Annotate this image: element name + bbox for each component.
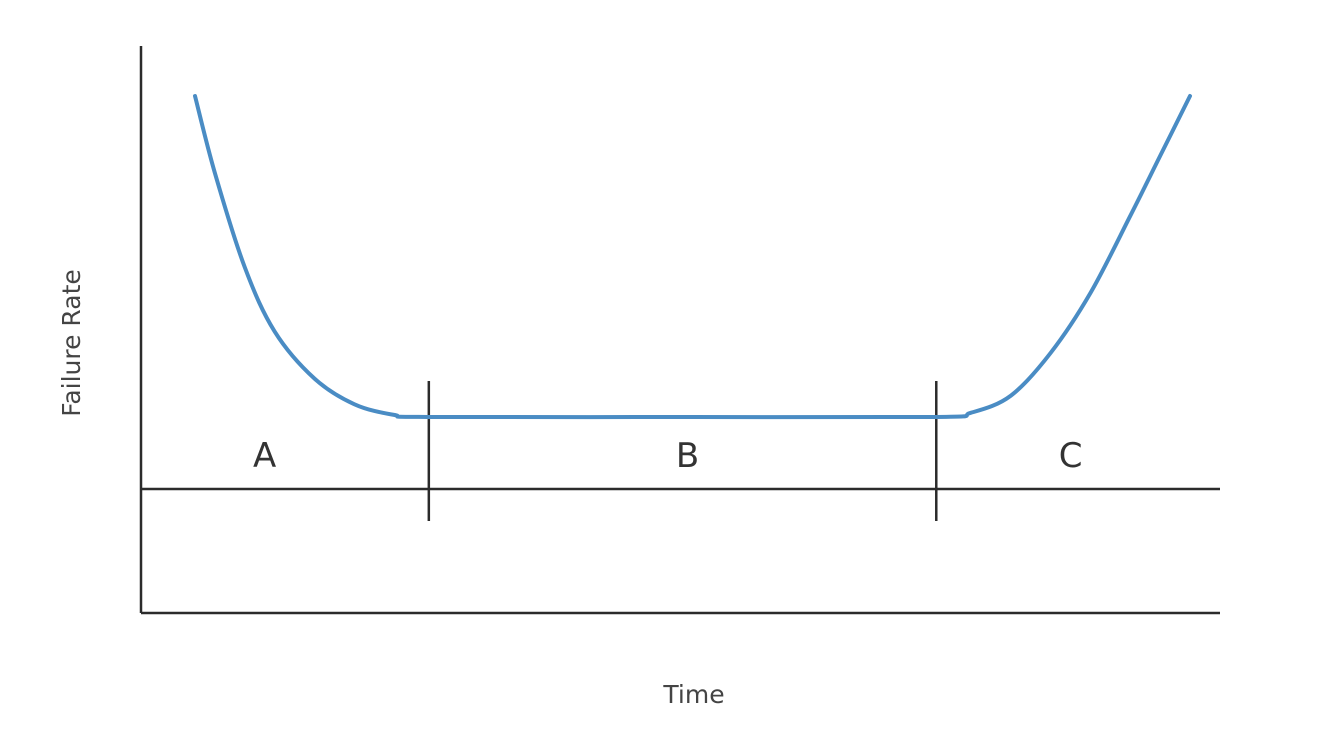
axes-layer [139,46,1220,615]
divider-layer [427,381,938,521]
region-label-c: C [1059,436,1083,476]
region-layer: A B C [253,436,1082,476]
y-axis-label: Failure Rate [57,269,86,417]
failure-rate-series-line [193,94,1192,420]
region-label-b: B [676,436,699,476]
x-axis-label: Time [662,680,724,709]
curve-layer [193,94,1192,420]
region-label-a: A [253,436,276,476]
